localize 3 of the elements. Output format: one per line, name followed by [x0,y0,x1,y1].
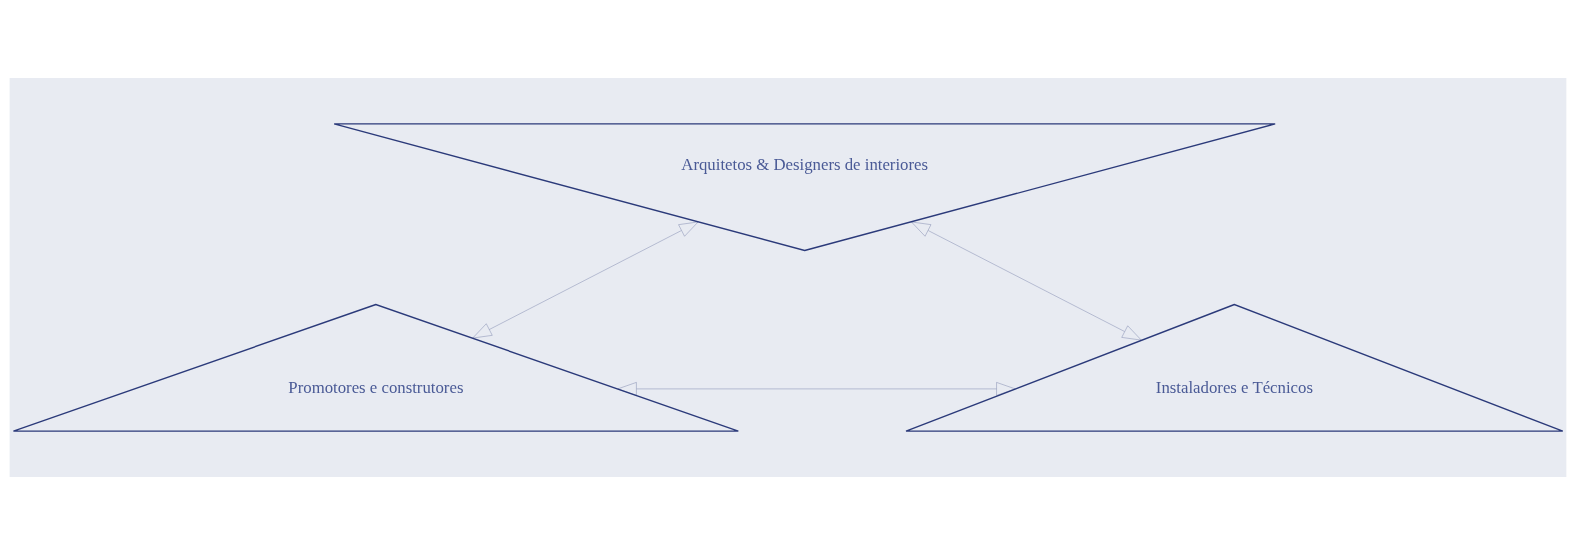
arrow [617,381,1016,396]
arrow [472,221,699,338]
arrow [911,221,1142,340]
